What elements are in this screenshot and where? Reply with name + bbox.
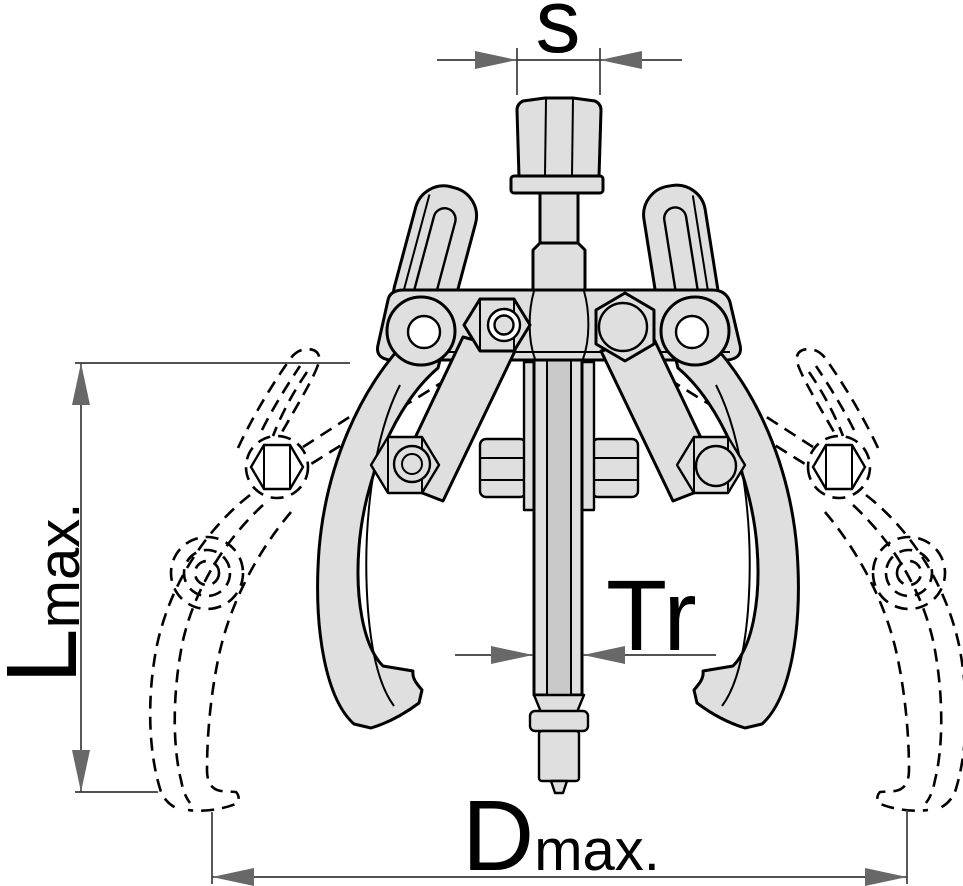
- spindle-point: [549, 779, 569, 795]
- right-yoke-bolt: [594, 291, 656, 363]
- spindle-collar: [528, 709, 590, 733]
- spindle-tip-block: [537, 729, 581, 783]
- right-lower-bolt: [675, 435, 747, 495]
- arrowhead-up: [72, 363, 90, 405]
- spindle-neck: [538, 188, 580, 246]
- phantom-arm-left-dashed-lines: [148, 347, 466, 813]
- arrowhead-left: [583, 646, 625, 664]
- phantom-arm-right: [649, 347, 963, 813]
- drive-hex-head: [509, 96, 605, 195]
- left-arm-jaw: [316, 340, 444, 730]
- right-arm-jaw: [672, 340, 800, 730]
- label-l-max: Lmax.: [0, 503, 98, 684]
- label-d: D: [462, 780, 534, 886]
- label-l: L: [0, 628, 98, 684]
- spindle: [509, 96, 605, 795]
- left-yoke-nut: [462, 297, 532, 353]
- label-l-sub: max.: [27, 503, 92, 629]
- dimension-s: s: [437, 0, 682, 95]
- hex-head-flange: [509, 174, 605, 195]
- phantom-pivot-nut: [249, 443, 305, 491]
- arrowhead-right: [475, 51, 517, 69]
- arrowhead-right: [865, 868, 907, 886]
- left-lower-bolt: [369, 435, 441, 495]
- label-d-max: Dmax.: [462, 780, 660, 886]
- left-side-bolt: [478, 437, 528, 499]
- arrowhead-left: [212, 868, 254, 886]
- label-tr: Tr: [606, 560, 697, 672]
- right-eye-hole: [674, 314, 710, 350]
- label-d-sub: max.: [534, 818, 660, 883]
- arrowhead-down: [72, 750, 90, 792]
- phantom-pivot-circle: [169, 535, 245, 611]
- dimension-d-max: Dmax.: [211, 780, 908, 886]
- right-eye-boss: [659, 295, 731, 367]
- arrowhead-left: [600, 51, 642, 69]
- left-eye-boss: [385, 295, 457, 367]
- arrowhead-right: [491, 646, 533, 664]
- phantom-arm-left: [148, 347, 466, 813]
- label-s: s: [536, 0, 581, 72]
- dimension-tr: Tr: [455, 560, 716, 672]
- left-eye-hole: [406, 314, 442, 350]
- dimension-l-max: Lmax.: [0, 362, 350, 793]
- puller-body: [316, 96, 800, 795]
- right-side-bolt: [590, 437, 640, 499]
